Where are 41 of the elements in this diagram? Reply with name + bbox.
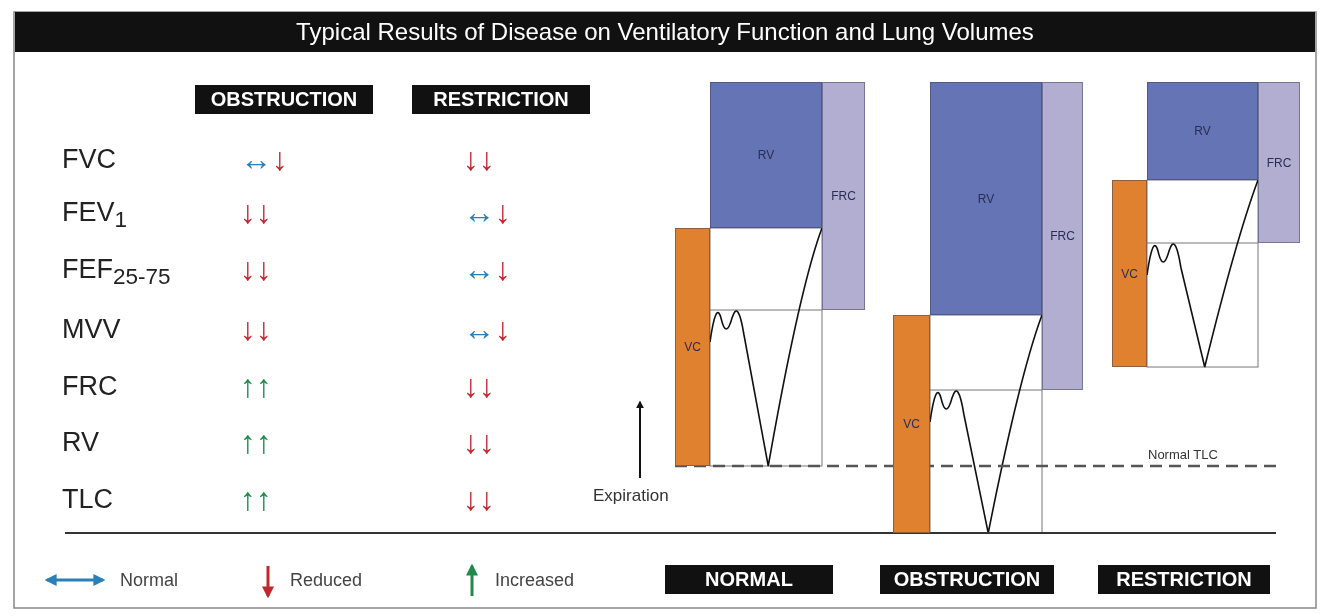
header-box: NORMAL — [665, 565, 833, 594]
trend-arrows: ↔↓ — [463, 195, 511, 229]
trend-arrows: ↑↑ — [240, 425, 272, 459]
axis-label: Expiration — [593, 486, 669, 506]
line-label: Normal TLC — [1148, 447, 1218, 462]
legend-label: Reduced — [290, 570, 363, 591]
row-label: FEV$_{1}$ — [62, 196, 128, 235]
trend-arrows: ↑↑ — [240, 369, 272, 403]
row-label: FRC — [62, 370, 118, 403]
trend-arrows: ↓↓ — [240, 195, 272, 229]
trend-arrows: ↓↓ — [463, 425, 495, 459]
row-label: FVC — [62, 143, 116, 176]
trend-arrows: ↔↓ — [463, 252, 511, 286]
row-label: TLC — [62, 483, 113, 516]
trend-arrows: ↓↓ — [240, 252, 272, 286]
header-box: RESTRICTION — [1098, 565, 1270, 594]
header-box: OBSTRUCTION — [880, 565, 1054, 594]
header-box: RESTRICTION — [412, 85, 590, 114]
legend-label: Normal — [120, 570, 178, 591]
volume-block: FRC — [822, 82, 865, 310]
volume-block: RV — [930, 82, 1042, 315]
row-label: MVV — [62, 313, 121, 346]
row-label: FEF$_{25-75}$ — [62, 253, 171, 292]
volume-block: FRC — [1258, 82, 1300, 243]
trend-arrows: ↓↓ — [463, 369, 495, 403]
row-label: RV — [62, 426, 100, 459]
trend-arrows: ↓↓ — [240, 312, 272, 346]
volume-block: RV — [710, 82, 822, 228]
volume-bar: VC — [1112, 180, 1147, 367]
volume-block: RV — [1147, 82, 1258, 180]
header-box: OBSTRUCTION — [195, 85, 373, 114]
volume-block: FRC — [1042, 82, 1083, 390]
volume-bar: VC — [893, 315, 930, 533]
legend-label: Increased — [495, 570, 575, 591]
trend-arrows: ↓↓ — [463, 142, 495, 176]
trend-arrows: ↔↓ — [240, 142, 288, 176]
volume-bar: VC — [675, 228, 710, 466]
title-bar: Typical Results of Disease on Ventilatory Function and Lung Volumes — [15, 12, 1315, 52]
trend-arrows: ↑↑ — [240, 482, 272, 516]
trend-arrows: ↔↓ — [463, 312, 511, 346]
trend-arrows: ↓↓ — [463, 482, 495, 516]
